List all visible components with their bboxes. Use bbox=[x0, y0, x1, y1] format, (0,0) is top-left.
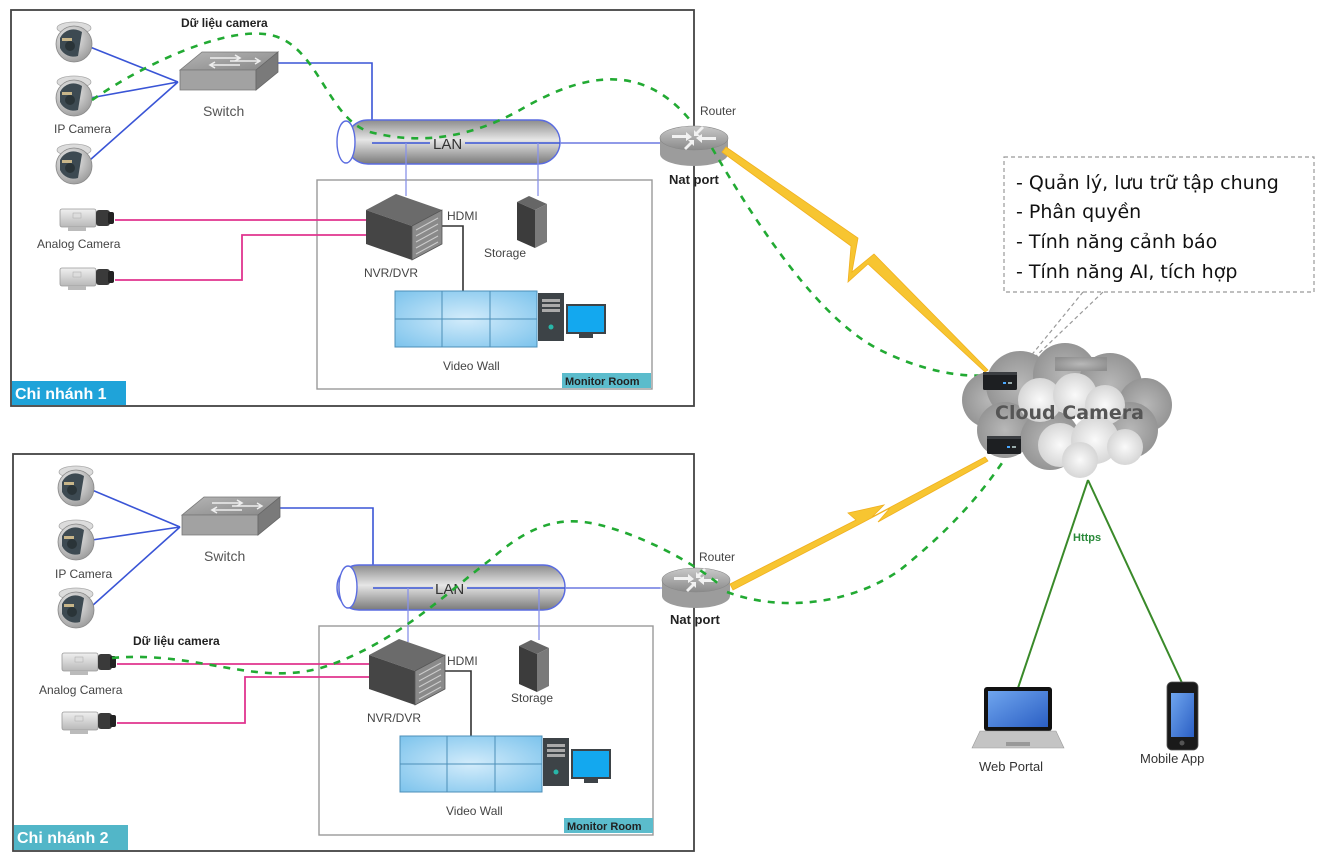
callout-box bbox=[1003, 156, 1315, 293]
router-icon bbox=[661, 567, 731, 609]
monitor-room-1-box bbox=[316, 179, 653, 390]
video-wall-icon bbox=[394, 290, 606, 348]
switch-icon bbox=[179, 51, 279, 91]
callout-pointer bbox=[1029, 291, 1104, 358]
data-flow-path-1 bbox=[91, 32, 691, 140]
ip-camera-label-1: IP Camera bbox=[54, 122, 111, 136]
nvr-dvr-icon bbox=[368, 638, 446, 706]
analog-camera-icon bbox=[59, 208, 115, 232]
ip-camera-icon bbox=[55, 21, 93, 63]
data-flow-path-2 bbox=[111, 520, 721, 675]
analog-camera-icon bbox=[61, 711, 117, 735]
ip-camera-links-2 bbox=[91, 489, 181, 607]
branch-1-name: Chi nhánh 1 bbox=[15, 386, 107, 403]
hdmi-label-2: HDMI bbox=[447, 654, 478, 668]
analog-camera-icon bbox=[61, 652, 117, 676]
monitor-room-tag-2 bbox=[564, 818, 653, 833]
cloud-camera-label: Cloud Camera bbox=[995, 402, 1144, 424]
lan-label-2: LAN bbox=[435, 581, 464, 598]
feature-item: - Phân quyền bbox=[1016, 201, 1141, 223]
hdmi-link-1 bbox=[440, 225, 464, 292]
wan-link-1 bbox=[721, 146, 989, 373]
nat-port-label-2: Nat port bbox=[670, 612, 721, 627]
feature-item: - Tính năng AI, tích hợp bbox=[1016, 261, 1237, 283]
cloud-data-flow-1 bbox=[710, 147, 991, 377]
cloud-data-flow-2 bbox=[726, 462, 1004, 605]
branch-2-tag bbox=[14, 825, 128, 850]
switch-icon bbox=[181, 496, 281, 536]
https-label: Https bbox=[1073, 532, 1101, 544]
ip-camera-icon bbox=[55, 75, 93, 117]
video-wall-icon bbox=[399, 735, 611, 793]
analog-camera-links-1 bbox=[115, 219, 368, 281]
features-callout: - Quản lý, lưu trữ tập chung - Phân quyề… bbox=[1003, 156, 1315, 358]
data-flow-label-1: Dữ liệu camera bbox=[181, 16, 268, 30]
https-links bbox=[1017, 479, 1184, 689]
monitor-room-label-2: Monitor Room bbox=[567, 821, 642, 833]
router-label-1: Router bbox=[700, 104, 736, 118]
lan-label-1: LAN bbox=[433, 136, 462, 153]
switch-label-2: Switch bbox=[204, 548, 245, 564]
lan-pipe-2 bbox=[336, 564, 566, 611]
cloud-camera: Cloud Camera bbox=[962, 343, 1172, 478]
wan-links bbox=[710, 146, 1004, 605]
nvr-dvr-icon bbox=[365, 193, 443, 261]
analog-camera-icon bbox=[59, 267, 115, 291]
video-wall-label-2: Video Wall bbox=[446, 804, 503, 818]
storage-label-1: Storage bbox=[484, 246, 526, 260]
branch-1-box bbox=[10, 9, 695, 407]
storage-icon bbox=[519, 640, 549, 692]
ip-camera-links-1 bbox=[89, 46, 179, 161]
lan-pipe-1 bbox=[336, 119, 561, 165]
monitor-room-2-box bbox=[318, 625, 654, 836]
branch-2-box bbox=[12, 453, 695, 852]
branch-2: LAN IP Camera Analog Camera Switch NVR/D… bbox=[12, 453, 735, 852]
analog-camera-label-2: Analog Camera bbox=[39, 683, 123, 697]
mobile-app-label: Mobile App bbox=[1140, 751, 1204, 766]
web-portal-label: Web Portal bbox=[979, 759, 1043, 774]
smartphone-icon bbox=[1166, 681, 1199, 751]
ip-camera-label-2: IP Camera bbox=[55, 567, 112, 581]
router-icon bbox=[659, 125, 729, 167]
router-label-2: Router bbox=[699, 550, 735, 564]
hdmi-label-1: HDMI bbox=[447, 209, 478, 223]
hdmi-link-2 bbox=[444, 670, 472, 736]
cloud-server-icon bbox=[983, 372, 1017, 390]
data-flow-label-2: Dữ liệu camera bbox=[133, 634, 220, 648]
storage-icon bbox=[517, 196, 547, 248]
storage-label-2: Storage bbox=[511, 691, 553, 705]
laptop-icon bbox=[971, 687, 1065, 749]
branch-1: LAN IP Camera Analog Camera Switch NVR/D… bbox=[10, 9, 736, 407]
ip-camera-icon bbox=[57, 519, 95, 561]
wan-link-2 bbox=[729, 456, 989, 591]
ip-camera-icon bbox=[55, 143, 93, 185]
clients: Https Web Portal Mobile App bbox=[971, 479, 1204, 774]
monitor-room-tag-1 bbox=[562, 373, 651, 388]
ip-camera-icon bbox=[57, 587, 95, 629]
monitor-room-label-1: Monitor Room bbox=[565, 376, 640, 388]
branch-1-tag bbox=[12, 381, 126, 405]
cloud-server-icon bbox=[987, 436, 1021, 454]
branch-2-name: Chi nhánh 2 bbox=[17, 830, 109, 847]
video-wall-label-1: Video Wall bbox=[443, 359, 500, 373]
lan-drops-2 bbox=[407, 588, 540, 642]
nat-port-label-1: Nat port bbox=[669, 172, 720, 187]
feature-item: - Quản lý, lưu trữ tập chung bbox=[1016, 172, 1279, 194]
analog-camera-links-2 bbox=[117, 663, 370, 724]
ip-camera-icon bbox=[57, 465, 95, 507]
nvr-label-2: NVR/DVR bbox=[367, 711, 421, 725]
analog-camera-label-1: Analog Camera bbox=[37, 237, 121, 251]
lan-drops-1 bbox=[405, 143, 539, 196]
nvr-label-1: NVR/DVR bbox=[364, 266, 418, 280]
switch-label-1: Switch bbox=[203, 103, 244, 119]
feature-item: - Tính năng cảnh báo bbox=[1016, 231, 1217, 253]
